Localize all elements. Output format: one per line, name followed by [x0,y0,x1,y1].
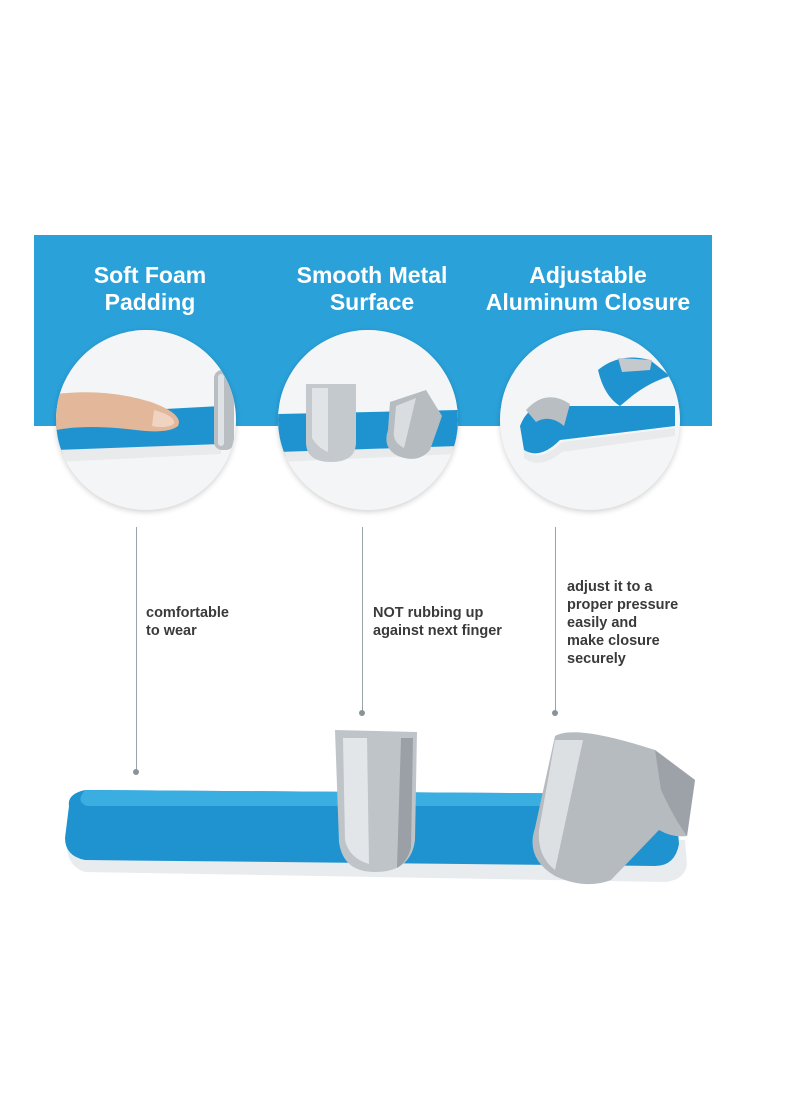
leader-line-foam [136,527,137,772]
caption-foam: comfortable to wear [146,605,229,639]
caption-closure: adjust it to a proper pressure easily an… [567,579,679,667]
feature-title-metal: Smooth Metal Surface [296,262,448,315]
feature-title-closure: Adjustable Aluminum Closure [485,262,691,315]
leader-line-closure [555,527,556,713]
leader-dot-foam [133,769,139,775]
caption-metal: NOT rubbing up against next finger [373,605,502,639]
aluminum-closure-closeup [500,330,680,510]
feature-title-foam: Soft Foam Padding [93,262,207,315]
leader-dot-closure [552,710,558,716]
finger-splint-image [55,720,705,900]
foam-padding-closeup [56,330,236,510]
leader-dot-metal [359,710,365,716]
leader-line-metal [362,527,363,713]
metal-surface-closeup [278,330,458,510]
